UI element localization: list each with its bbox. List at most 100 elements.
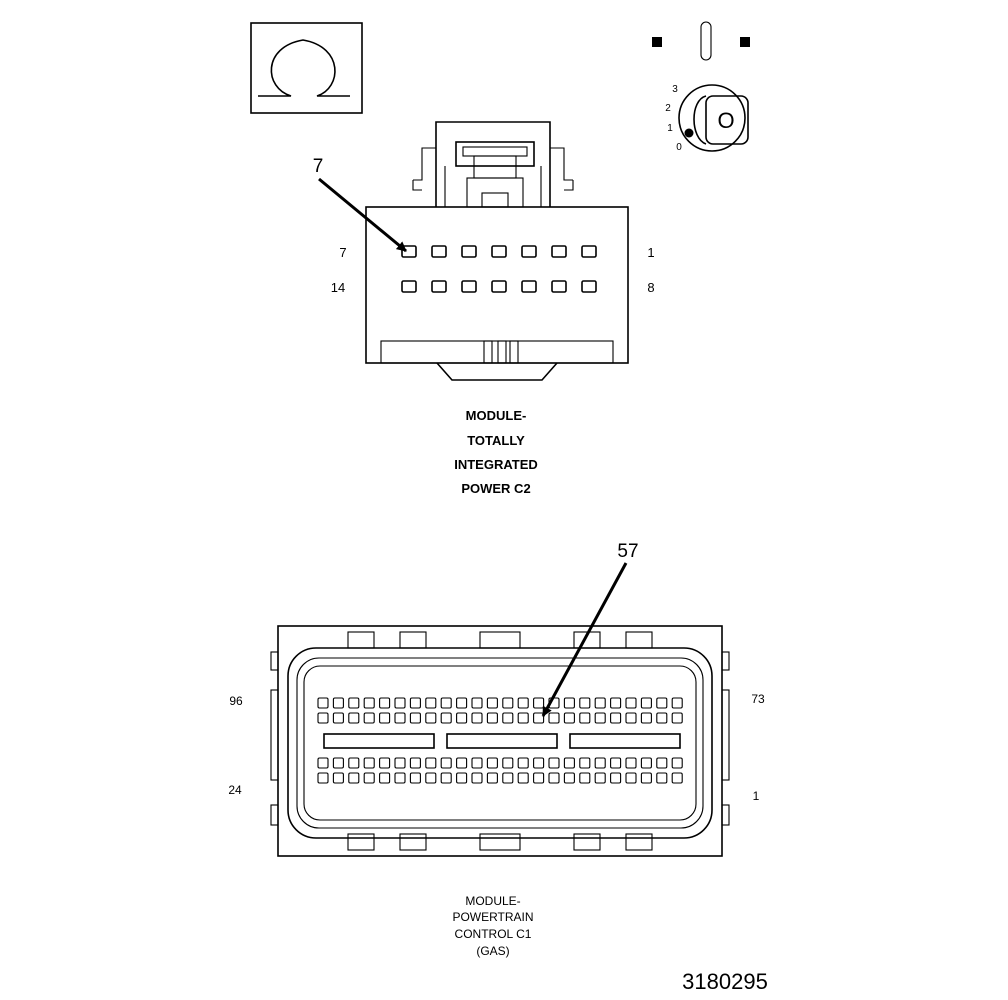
c2-pin-cavity — [431, 280, 447, 293]
c1-pin-cavity — [394, 712, 406, 724]
c1-pin-cavity — [425, 772, 437, 784]
c1-pin-cavity — [640, 757, 652, 769]
c1-caption-line-2: POWERTRAIN — [452, 910, 533, 924]
c1-center-slot-right — [569, 733, 681, 749]
c1-pin-cavity — [533, 697, 545, 709]
c1-center-slot-middle — [446, 733, 558, 749]
c1-pin-cavity — [440, 757, 452, 769]
c1-pin-cavity — [486, 757, 498, 769]
c2-pin-cavity — [521, 280, 537, 293]
c1-pin-cavity — [610, 772, 622, 784]
c1-pin-cavity — [502, 757, 514, 769]
c2-pin-cavity — [581, 280, 597, 293]
c1-pin-cavity — [394, 772, 406, 784]
c1-pin-cavity — [348, 772, 360, 784]
c1-pin-cavity — [317, 697, 329, 709]
c1-pin-cavity — [409, 697, 421, 709]
c1-pin-cavity — [363, 697, 375, 709]
c1-pin-cavity — [671, 757, 683, 769]
c2-pin-cavity — [431, 245, 447, 258]
c1-pin-cavity — [656, 697, 668, 709]
c1-pin-cavity — [317, 757, 329, 769]
c1-pin-cavity — [456, 712, 468, 724]
c1-pin-cavity — [379, 712, 391, 724]
c1-pin-cavity — [456, 757, 468, 769]
c1-pin-cavity — [394, 757, 406, 769]
c1-pin-cavity — [456, 697, 468, 709]
c2-caption-line-2: TOTALLY — [467, 433, 525, 448]
c1-pin-cavity — [579, 757, 591, 769]
c1-pin-cavity — [625, 712, 637, 724]
c1-pin-cavity — [671, 697, 683, 709]
c1-pin-cavity — [533, 757, 545, 769]
c2-row1-left-pin-label: 7 — [339, 245, 346, 260]
c1-pin-cavity — [594, 697, 606, 709]
c2-pin-cavity — [401, 280, 417, 293]
c1-pin-cavity — [640, 772, 652, 784]
ignition-position-2: 2 — [665, 103, 671, 114]
c1-pin-cavity — [502, 712, 514, 724]
c1-pin-cavity — [517, 772, 529, 784]
c1-pin-cavity — [563, 757, 575, 769]
c1-pin-cavity — [640, 712, 652, 724]
c1-pin-cavity — [594, 772, 606, 784]
c1-pin-cavity — [471, 772, 483, 784]
c2-callout-arrow — [318, 177, 407, 253]
c2-caption-line-4: POWER C2 — [461, 481, 530, 496]
c1-pin-cavity — [425, 697, 437, 709]
key-slot-icon — [700, 21, 712, 61]
c1-pin-cavity — [517, 712, 529, 724]
c1-pin-cavity — [363, 712, 375, 724]
c1-pin-cavity — [425, 712, 437, 724]
c1-pin-cavity — [610, 697, 622, 709]
c1-pin-cavity — [440, 772, 452, 784]
c1-pin-cavity — [348, 757, 360, 769]
c1-pin-cavity — [440, 712, 452, 724]
c1-pin-cavity — [548, 757, 560, 769]
c1-pin-cavity — [379, 772, 391, 784]
c1-pin-cavity — [379, 697, 391, 709]
ignition-position-1: 1 — [667, 123, 673, 134]
c1-pin-cavity — [579, 697, 591, 709]
c1-pin-cavity — [332, 772, 344, 784]
c2-pin-cavity — [551, 245, 567, 258]
c1-pin-cavity — [656, 712, 668, 724]
c1-pin-cavity — [656, 757, 668, 769]
c1-pin-cavity — [594, 757, 606, 769]
ignition-switch-icon: O 3 2 1 0 — [652, 21, 750, 153]
c1-pin-cavity — [610, 757, 622, 769]
c1-pin-cavity — [579, 772, 591, 784]
c1-pin-cavity — [348, 712, 360, 724]
c2-pin-cavity — [461, 280, 477, 293]
c1-pin-cavity — [625, 757, 637, 769]
c2-pin-cavity — [581, 245, 597, 258]
c1-pin-cavity — [348, 697, 360, 709]
c1-center-slot-left — [323, 733, 435, 749]
c1-caption-line-4: (GAS) — [476, 944, 509, 958]
c1-pin-cavity — [379, 757, 391, 769]
c1-pin-cavity — [363, 757, 375, 769]
c2-row2-left-pin-label: 14 — [331, 280, 345, 295]
c1-pin-cavity — [440, 697, 452, 709]
ignition-key-icon: O — [678, 84, 749, 152]
c1-top-left-pin-label: 96 — [229, 694, 243, 708]
c1-pin-cavity — [471, 697, 483, 709]
c1-pin-cavity — [563, 772, 575, 784]
c2-row2-right-pin-label: 8 — [647, 280, 654, 295]
c1-pin-cavity — [409, 757, 421, 769]
c1-pin-cavity — [548, 712, 560, 724]
c1-pin-cavity — [332, 757, 344, 769]
c1-pin-cavity — [610, 712, 622, 724]
c1-pin-cavity — [409, 712, 421, 724]
ignition-indicator-left-icon — [652, 37, 662, 47]
c1-pin-cavity — [533, 772, 545, 784]
c1-pin-cavity — [625, 697, 637, 709]
c1-pin-cavity — [502, 697, 514, 709]
c2-caption-line-1: MODULE- — [466, 408, 527, 423]
c1-pin-cavity — [409, 772, 421, 784]
c2-pin-cavity — [551, 280, 567, 293]
c2-callout-pin-number: 7 — [313, 156, 324, 177]
c1-caption-line-1: MODULE- — [465, 894, 520, 908]
c2-pin-cavity — [491, 245, 507, 258]
